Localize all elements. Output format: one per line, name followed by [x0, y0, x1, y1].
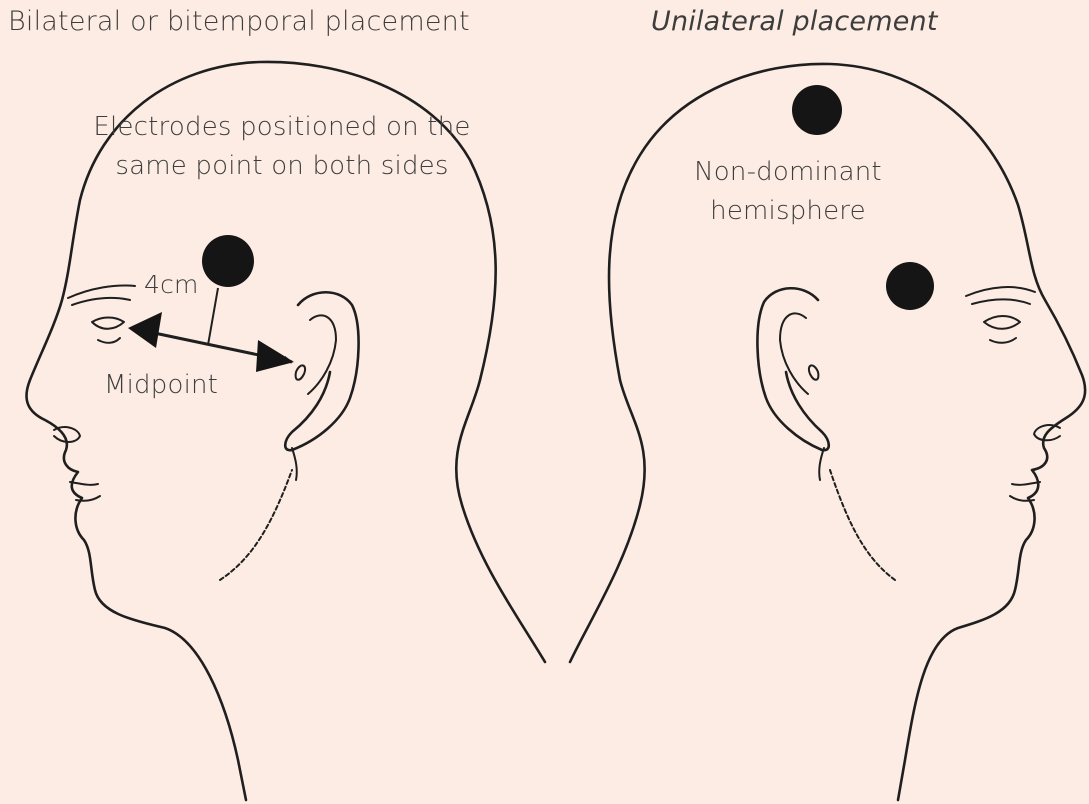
temporal-electrode: [886, 262, 934, 310]
left-jaw: [220, 470, 292, 580]
left-electrode: [202, 235, 254, 287]
unilateral-title: Unilateral placement: [651, 6, 938, 37]
midpoint-label: Midpoint: [104, 370, 218, 400]
left-mouth: [70, 482, 98, 485]
left-eyebrow: [68, 286, 135, 299]
right-eyebrow: [966, 287, 1035, 296]
midpoint-marker-line: [208, 288, 218, 345]
hemisphere-note: Non-dominant hemisphere: [668, 153, 908, 231]
arrow-head-right: [256, 340, 294, 372]
hemisphere-label: Non-dominant hemisphere: [668, 153, 908, 231]
right-jaw: [830, 470, 895, 580]
left-eye: [92, 318, 124, 329]
arrow-head-left: [128, 312, 162, 348]
bilateral-markers: [128, 235, 294, 372]
bilateral-title: Bilateral or bitemporal placement: [8, 6, 470, 37]
right-mouth: [1012, 482, 1040, 485]
right-eye: [984, 316, 1020, 329]
electrode-note-text: Electrodes positioned on the same point …: [92, 108, 472, 186]
vertex-electrode: [792, 85, 842, 135]
electrode-note: Electrodes positioned on the same point …: [92, 108, 472, 186]
distance-label: 4cm: [144, 270, 199, 299]
